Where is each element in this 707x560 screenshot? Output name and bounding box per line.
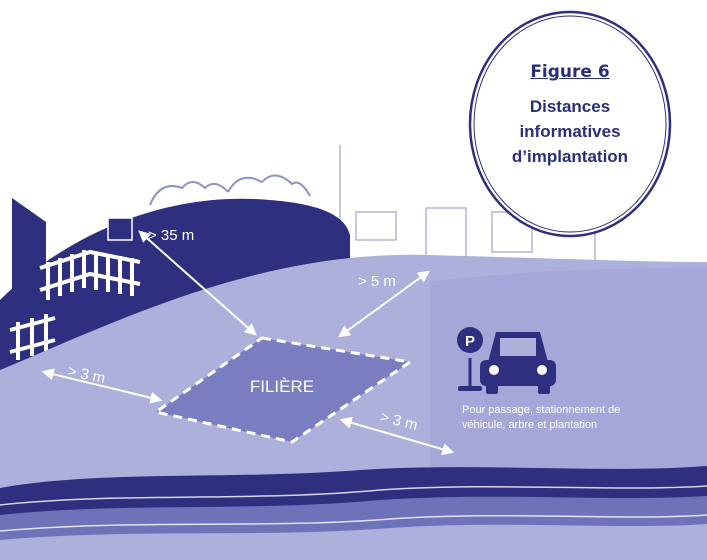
figure-number: Figure 6 <box>530 62 610 82</box>
filiere-label: FILIÈRE <box>250 377 314 396</box>
figure-title: Distances informatives d’implantation <box>511 97 629 166</box>
arrow-well <box>138 230 257 336</box>
fence-icon <box>9 249 141 360</box>
distance-well-label: > 35 m <box>148 227 194 244</box>
bushes <box>149 174 311 206</box>
right-ground <box>430 268 707 470</box>
arrow-right <box>339 416 455 456</box>
parking-sign-icon: P <box>457 327 483 391</box>
well-icon <box>107 191 133 241</box>
arrow-left <box>41 368 163 404</box>
filiere-area <box>152 336 414 444</box>
arrow-house <box>338 270 430 338</box>
car-icon <box>480 332 556 394</box>
caption-circle <box>468 10 672 238</box>
wave-lines <box>0 485 707 532</box>
distance-house-label: > 5 m <box>358 273 396 290</box>
figure-caption: Figure 6 Distances informatives d’implan… <box>470 10 670 238</box>
wave-band-3 <box>0 524 707 560</box>
parking-note: Pour passage, stationnement de véhicule,… <box>462 404 621 431</box>
parking-sign-letter: P <box>465 333 475 350</box>
